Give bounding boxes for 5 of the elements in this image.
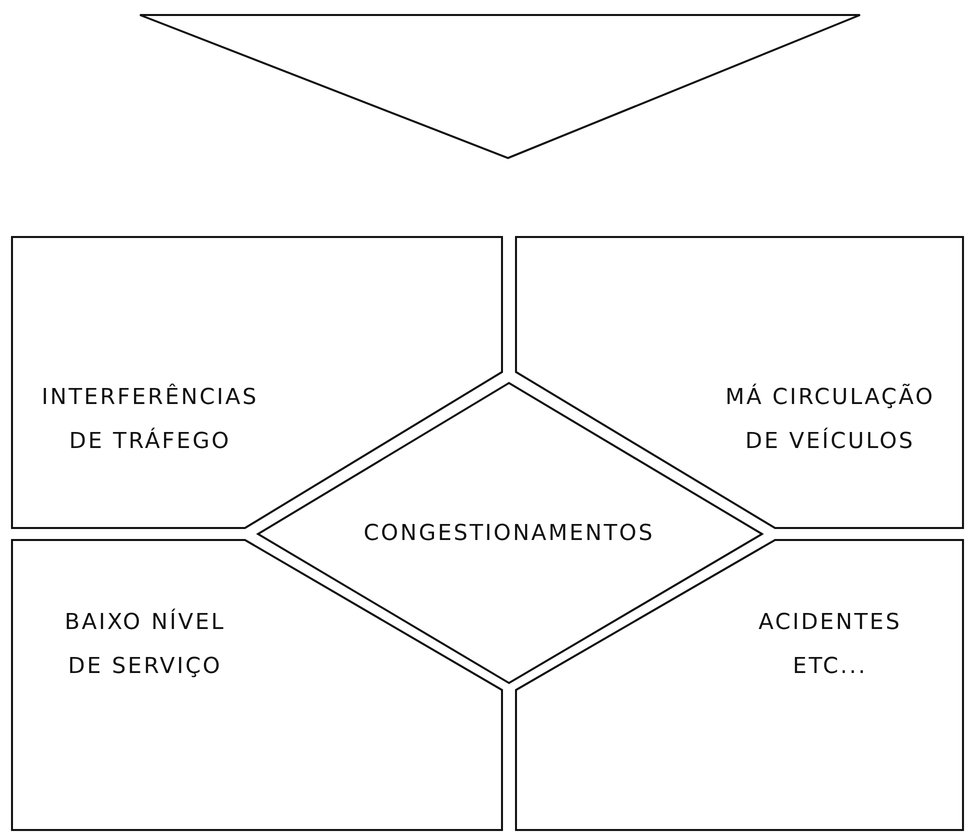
panel-label: BAIXO NÍVEL DE SERVIÇO	[64, 608, 226, 681]
panel-label: MÁ CIRCULAÇÃO DE VEÍCULOS	[724, 382, 936, 456]
diamond-label: CONGESTIONAMENTOS	[362, 520, 656, 548]
panel-label: ACIDENTES ETC...	[757, 609, 903, 681]
panel-label: INTERFERÊNCIAS DE TRÁFEGO	[40, 382, 260, 456]
